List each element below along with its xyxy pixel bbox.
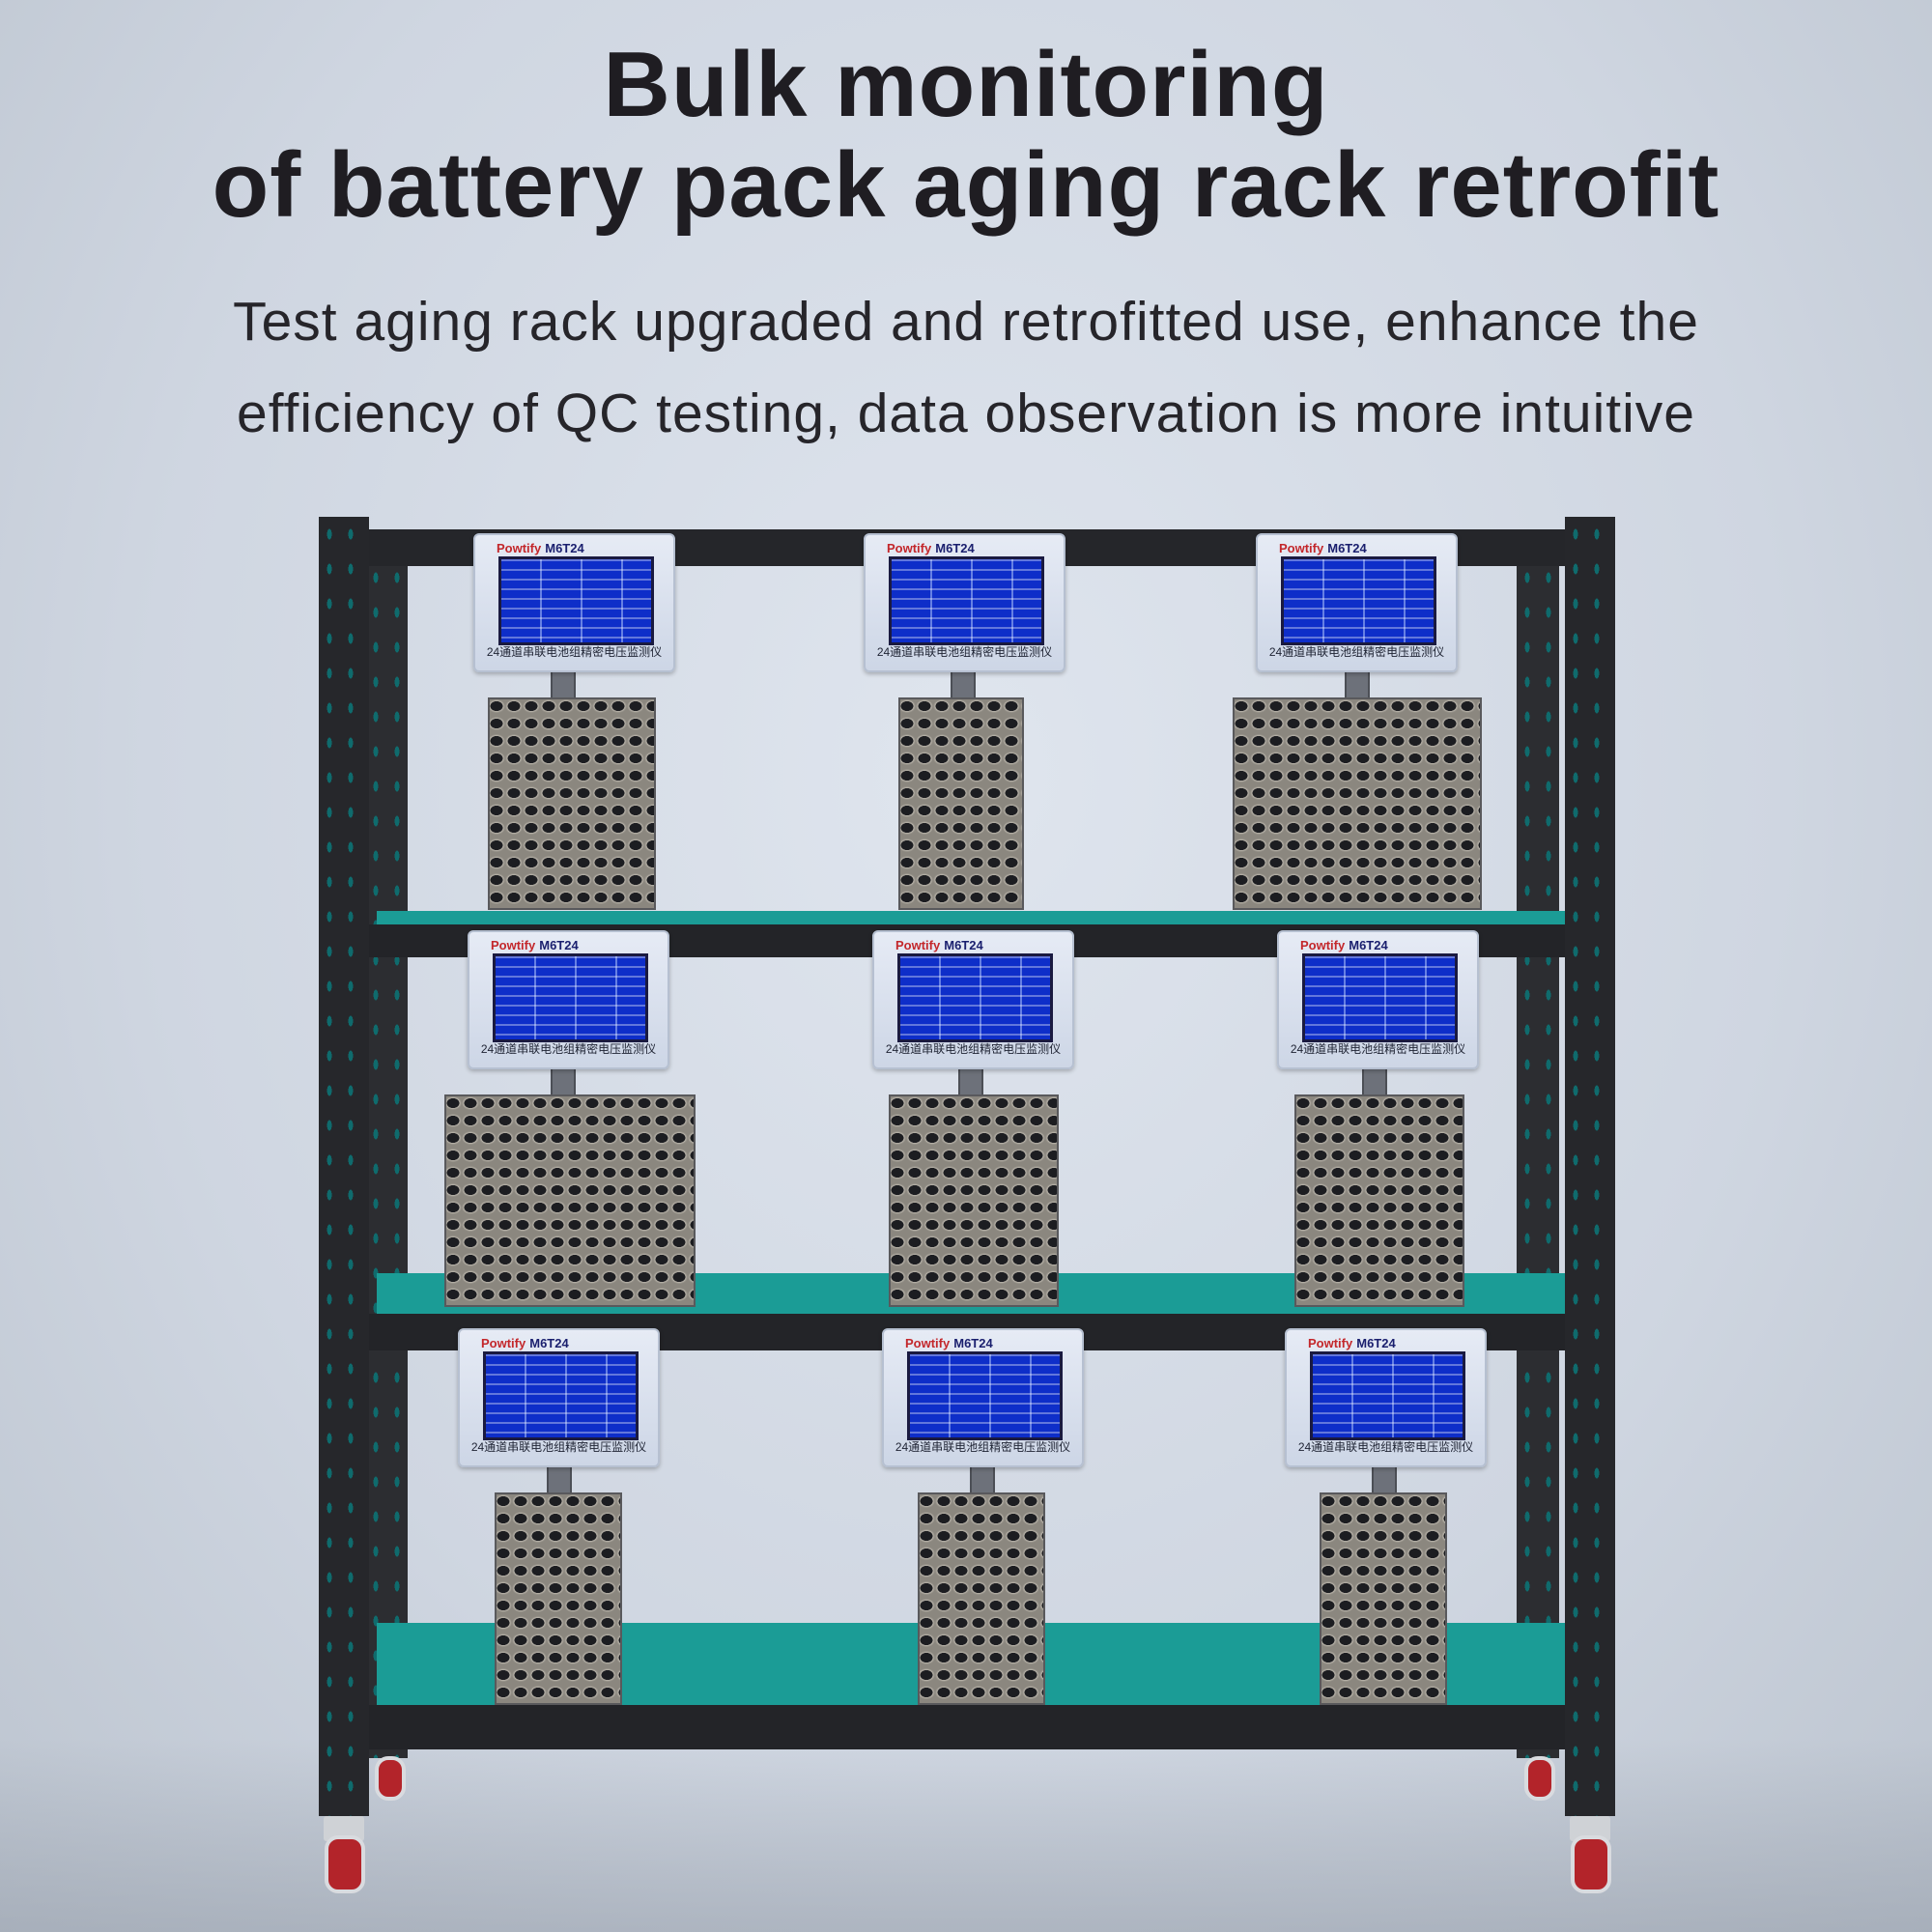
headline-line-1: Bulk monitoring: [603, 33, 1329, 136]
device-lcd-screen: [1302, 953, 1458, 1042]
battery-pack: [488, 697, 656, 910]
ribbon-cable: [1372, 1463, 1397, 1492]
device-caption: 24通道串联电池组精密电压监测仪: [470, 1440, 647, 1454]
battery-pack: [889, 1094, 1059, 1307]
battery-pack: [1294, 1094, 1464, 1307]
shelf-surface-1: [377, 911, 1565, 924]
ribbon-cable: [1362, 1065, 1387, 1094]
device-caption: 24通道串联电池组精密电压监测仪: [1268, 645, 1445, 659]
device-lcd-screen: [907, 1351, 1063, 1440]
rack-post-right-back: [1517, 560, 1559, 1758]
battery-pack: [444, 1094, 696, 1307]
subtitle-line-1: Test aging rack upgraded and retrofitted…: [233, 291, 1699, 353]
device-caption: 24通道串联电池组精密电压监测仪: [1297, 1440, 1474, 1454]
caster-wheel-back-left: [375, 1756, 406, 1801]
rack-post-left-front: [319, 517, 369, 1816]
caster-wheel-front-right: [1571, 1835, 1611, 1893]
device-lcd-screen: [897, 953, 1053, 1042]
caster-wheel-front-left: [325, 1835, 365, 1893]
battery-pack: [918, 1492, 1045, 1705]
device-caption: 24通道串联电池组精密电压监测仪: [1290, 1042, 1466, 1056]
shelf-front-3: [362, 1705, 1579, 1749]
battery-pack: [1233, 697, 1482, 910]
rack-post-left-back: [365, 560, 408, 1758]
rack-post-right-front: [1565, 517, 1615, 1816]
device-lcd-screen: [889, 556, 1044, 645]
ribbon-cable: [547, 1463, 572, 1492]
ribbon-cable: [551, 1065, 576, 1094]
device-caption: 24通道串联电池组精密电压监测仪: [876, 645, 1053, 659]
device-lcd-screen: [498, 556, 654, 645]
battery-pack: [495, 1492, 622, 1705]
battery-pack: [1320, 1492, 1447, 1705]
ribbon-cable: [551, 668, 576, 697]
subtitle-line-2: efficiency of QC testing, data observati…: [237, 383, 1695, 444]
device-caption: 24通道串联电池组精密电压监测仪: [486, 645, 663, 659]
caster-wheel-back-right: [1524, 1756, 1555, 1801]
device-lcd-screen: [493, 953, 648, 1042]
ribbon-cable: [951, 668, 976, 697]
ribbon-cable: [958, 1065, 983, 1094]
ribbon-cable: [970, 1463, 995, 1492]
device-caption: 24通道串联电池组精密电压监测仪: [895, 1440, 1071, 1454]
device-lcd-screen: [1310, 1351, 1465, 1440]
headline-line-2: of battery pack aging rack retrofit: [212, 133, 1720, 237]
device-lcd-screen: [483, 1351, 639, 1440]
ribbon-cable: [1345, 668, 1370, 697]
device-caption: 24通道串联电池组精密电压监测仪: [480, 1042, 657, 1056]
battery-pack: [898, 697, 1024, 910]
device-caption: 24通道串联电池组精密电压监测仪: [885, 1042, 1062, 1056]
device-lcd-screen: [1281, 556, 1436, 645]
floor-reflection: [0, 1739, 1932, 1932]
